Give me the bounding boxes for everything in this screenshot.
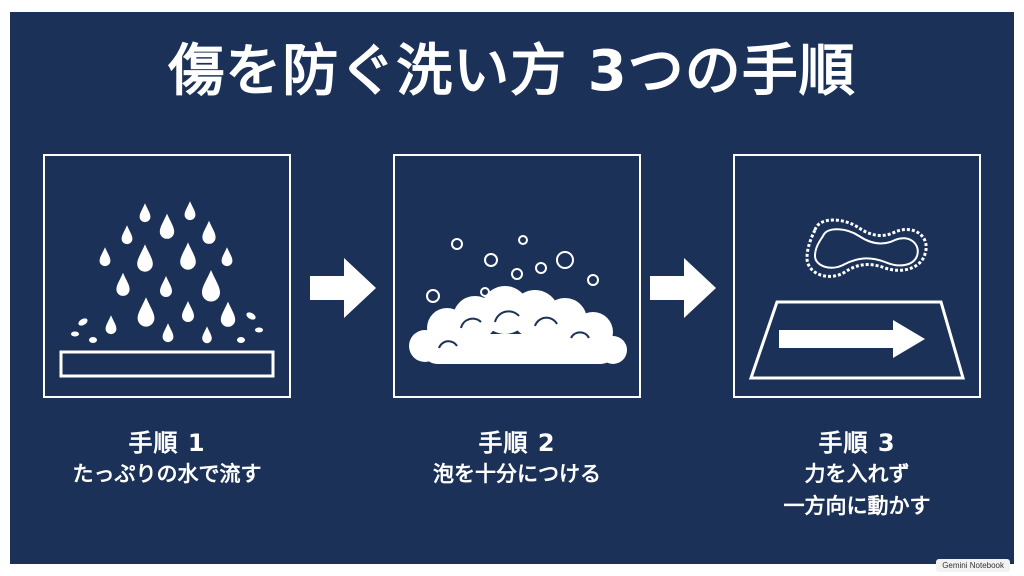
step-3-title: 手順 3 bbox=[818, 429, 896, 457]
step-2-title: 手順 2 bbox=[478, 429, 556, 457]
next-arrow-icon bbox=[650, 258, 716, 318]
step-1-label: 手順 1 たっぷりの水で流す bbox=[17, 428, 317, 490]
water-drops-icon bbox=[59, 201, 275, 378]
step-3-desc-line-2: 一方向に動かす bbox=[783, 494, 931, 518]
step-2-panel bbox=[393, 154, 641, 398]
slide: 傷を防ぐ洗い方 3つの手順 bbox=[10, 12, 1014, 564]
foam-bubbles-icon bbox=[409, 235, 627, 364]
step-2-desc: 泡を十分につける bbox=[433, 462, 601, 486]
step-2-label: 手順 2 泡を十分につける bbox=[367, 428, 667, 490]
source-badge: Gemini Notebook bbox=[936, 559, 1010, 572]
next-arrow-icon bbox=[310, 258, 376, 318]
step-3-label: 手順 3 力を入れず 一方向に動かす bbox=[707, 428, 1007, 522]
slide-title: 傷を防ぐ洗い方 3つの手順 bbox=[168, 39, 856, 104]
step-3-desc-line-1: 力を入れず bbox=[804, 462, 910, 486]
step-1-panel bbox=[43, 154, 291, 398]
sponge-wipe-icon bbox=[748, 218, 965, 380]
step-1-title: 手順 1 bbox=[128, 429, 206, 457]
step-1-desc: たっぷりの水で流す bbox=[72, 462, 262, 486]
step-3-panel bbox=[733, 154, 981, 398]
